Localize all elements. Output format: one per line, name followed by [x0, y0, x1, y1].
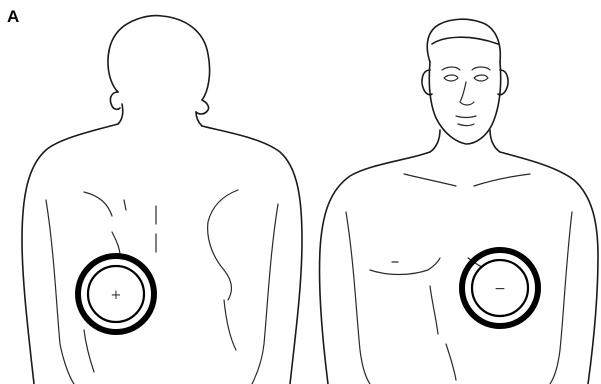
back-torso-outline — [22, 124, 118, 384]
front-electrode: − — [462, 250, 538, 326]
front-right-eye — [474, 75, 488, 81]
front-electrode-sign: − — [494, 281, 506, 297]
back-view-figure — [22, 16, 302, 384]
front-view-figure — [319, 19, 598, 384]
back-neck — [118, 104, 123, 124]
front-left-eye — [444, 75, 458, 81]
back-left-ear — [110, 92, 120, 109]
front-nose — [460, 82, 474, 105]
front-torso-outline — [319, 152, 430, 384]
back-electrode-sign: + — [111, 288, 122, 303]
back-electrode: + — [78, 256, 154, 332]
back-head — [108, 16, 210, 114]
front-mouth — [456, 116, 476, 118]
